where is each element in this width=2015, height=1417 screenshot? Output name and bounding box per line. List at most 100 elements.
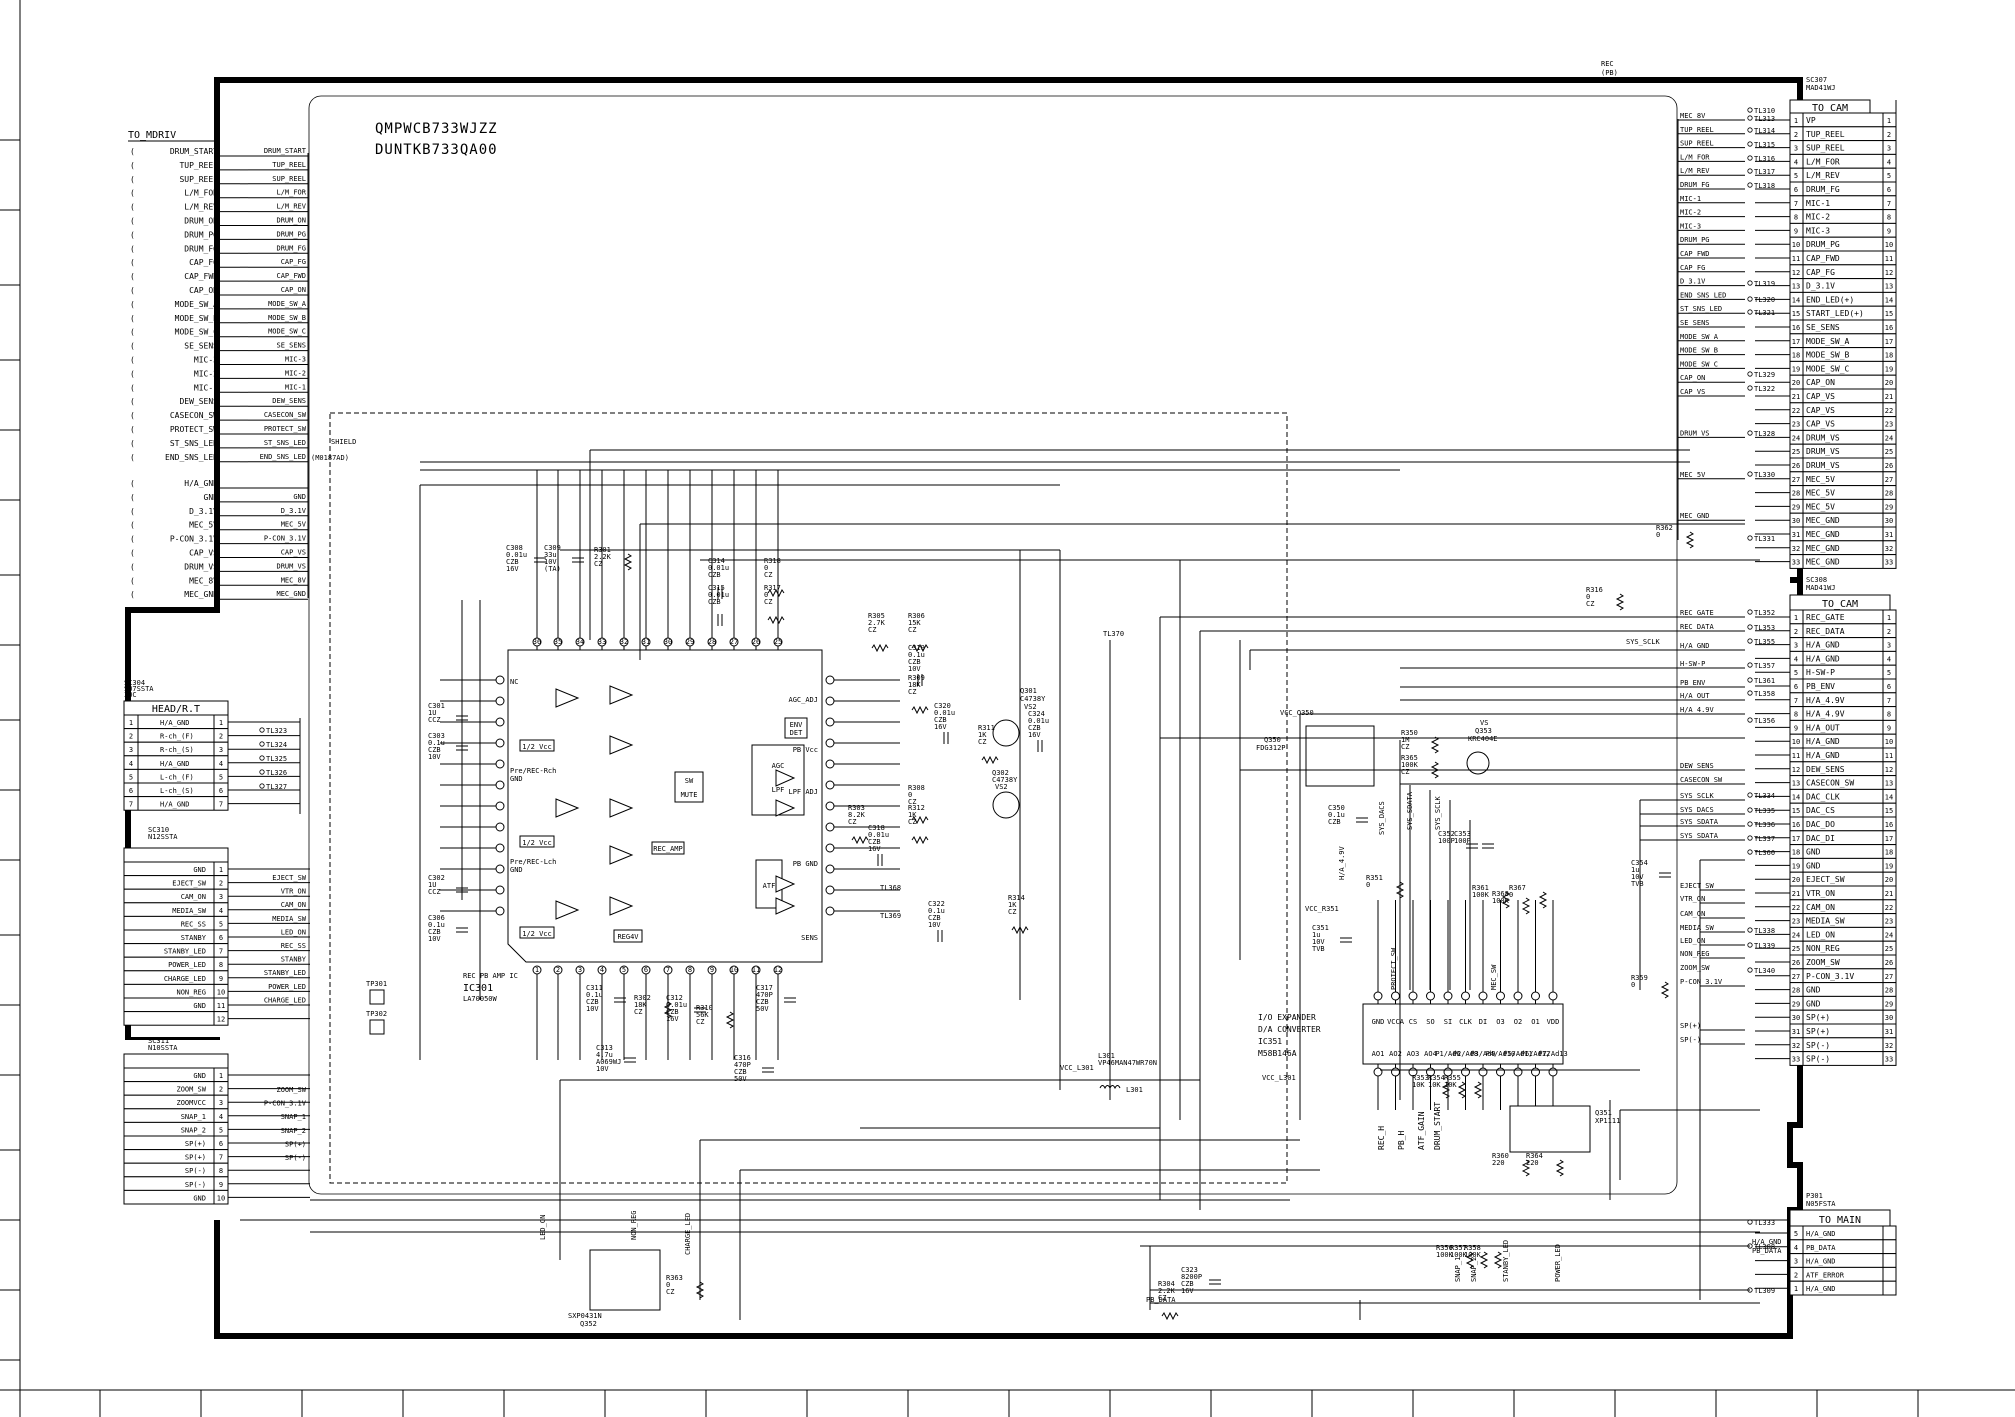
test-land-label: TL352 — [1754, 609, 1775, 617]
sc311-pin-5: SP(+) — [185, 1140, 206, 1148]
ic351-bot-pin: P2/Ad8 — [1453, 1050, 1478, 1058]
component-c322: CZB — [928, 914, 941, 922]
sc307-pin-num: 28 — [1792, 490, 1800, 498]
sc310-pin-num: 5 — [219, 920, 223, 928]
sc304-pin-0: H/A_GND — [160, 719, 190, 727]
component-r303: CZ — [848, 818, 856, 826]
test-land — [1747, 967, 1753, 973]
component-c316: 470P — [734, 1061, 751, 1069]
sc307-pin-num-r: 27 — [1885, 476, 1893, 484]
bracket: ( — [130, 425, 135, 434]
ic301-pin-bot: 10 — [730, 966, 738, 974]
component-c352: C352 — [1438, 830, 1455, 838]
sc307-net-8: MIC-3 — [1680, 222, 1701, 230]
test-land — [1747, 849, 1753, 855]
sc304-pin-num-r: 3 — [219, 746, 223, 754]
test-land — [1747, 115, 1753, 121]
component-r316: R316 — [1586, 586, 1603, 594]
component-c302: C302 — [428, 874, 445, 882]
sc307-pin-26: MEC_5V — [1806, 475, 1835, 484]
sc311-pin-1: ZOOM_SW — [176, 1086, 206, 1094]
component-c317: 50V — [756, 1005, 769, 1013]
sc307-net-4: L/M_REV — [1680, 167, 1710, 175]
sc304-part: S07SSTA — [124, 685, 154, 693]
mdriv-left-18: DEW_SENS — [179, 397, 218, 406]
component-r304: 2.2K — [1158, 1287, 1176, 1295]
sc307-pin-num-r: 1 — [1887, 117, 1891, 125]
sc307-pin-num: 13 — [1792, 283, 1800, 291]
component-c312: 0.01u — [666, 1001, 687, 1009]
sc308-net-20: P-CON_3.1V — [1680, 978, 1723, 986]
sc307-pin-num: 11 — [1792, 255, 1800, 263]
sc308-pin-29: SP(+) — [1806, 1013, 1830, 1022]
sc307-pin-num: 20 — [1792, 379, 1800, 387]
component-c313: 4.7u — [596, 1051, 613, 1059]
sc308-pin-num: 23 — [1792, 918, 1800, 926]
sc307-pin-21: CAP_VS — [1806, 406, 1835, 415]
mdriv-right-7: DRUM_FG — [276, 244, 306, 252]
sc308-net-10: SYS_DACS — [1680, 806, 1714, 814]
component-r358: 100K — [1464, 1251, 1482, 1259]
component-r368: 100K — [1492, 897, 1510, 905]
sc310-pin-num: 9 — [219, 975, 223, 983]
component-r301: 2.2K — [594, 553, 612, 561]
sc308-pin-num: 6 — [1794, 683, 1798, 691]
sc310-net-8: POWER_LED — [268, 983, 306, 991]
svg-text:C4738Y: C4738Y — [1020, 695, 1046, 703]
sc307-pin-num: 25 — [1792, 448, 1800, 456]
sc308-pin-num: 5 — [1794, 669, 1798, 677]
sc308-pin-21: CAM_ON — [1806, 903, 1835, 912]
sc310-pin-8: CHARGE_LED — [164, 975, 206, 983]
sc307-pin-num: 24 — [1792, 434, 1800, 442]
sc307-pin-num: 7 — [1794, 200, 1798, 208]
test-land-label: TL335 — [1754, 807, 1775, 815]
sc311-pin-num: 1 — [219, 1072, 223, 1080]
sc310-pin-num: 3 — [219, 893, 223, 901]
sc304-pin-num-r: 5 — [219, 773, 223, 781]
sc304-note: 30C — [124, 691, 137, 699]
component-r367: R367 — [1509, 884, 1526, 892]
component-r305: CZ — [868, 626, 876, 634]
component-r303: 8.2K — [848, 811, 866, 819]
test-land-label: TL358 — [1754, 690, 1775, 698]
sc307-pin-num: 2 — [1794, 131, 1798, 139]
component-r305: R305 — [868, 612, 885, 620]
component-r365: CZ — [1401, 768, 1409, 776]
component-r303: R303 — [848, 804, 865, 812]
component-r355: 10K — [1444, 1081, 1457, 1089]
component-r363: R363 — [666, 1274, 683, 1282]
reg4v-block — [613, 929, 643, 943]
test-land-label: TL322 — [1754, 385, 1775, 393]
sc307-pin-num-r: 16 — [1885, 324, 1893, 332]
ic351-bot-pin: P5/Ad11 — [1503, 1050, 1533, 1058]
q351-transistor: Q351 XP1111 — [1509, 1105, 1620, 1153]
component-r317: R317 — [764, 584, 781, 592]
sc308-net-6: H/A_4.9V — [1680, 706, 1715, 714]
component-c302: 1U — [428, 881, 436, 889]
mdriv2-left-1: GND — [204, 493, 219, 502]
sc310-pin-num: 10 — [217, 988, 225, 996]
test-land — [1747, 821, 1753, 827]
sc311-net-2: SNAP_1 — [281, 1113, 306, 1121]
mdriv-right-6: DRUM_PG — [276, 230, 306, 238]
test-land — [1747, 155, 1753, 161]
p301-net-1: PB_DATA — [1752, 1247, 1782, 1255]
sc307-pin-num: 8 — [1794, 214, 1798, 222]
sc304-pin-num: 6 — [129, 787, 133, 795]
sc308-net-5: H/A_OUT — [1680, 692, 1710, 700]
passive-components — [456, 531, 1695, 1321]
bracket: ( — [130, 590, 135, 599]
test-land — [1747, 535, 1753, 541]
ic351-bot-pin: P4/Ad10 — [1486, 1050, 1516, 1058]
sc307-net-26: MEC_5V — [1680, 471, 1706, 479]
component-r302: R302 — [634, 994, 651, 1002]
shield-label: SHIELD — [331, 438, 356, 446]
sc307-pin-num: 1 — [1794, 117, 1798, 125]
sc307-net-19: CAP_ON — [1680, 374, 1705, 382]
bracket: ( — [130, 189, 135, 198]
bracket: ( — [130, 493, 135, 502]
sc307-title: TO_CAM — [1812, 103, 1848, 114]
sc310-pin-num: 8 — [219, 961, 223, 969]
component-r363: 0 — [666, 1281, 670, 1289]
